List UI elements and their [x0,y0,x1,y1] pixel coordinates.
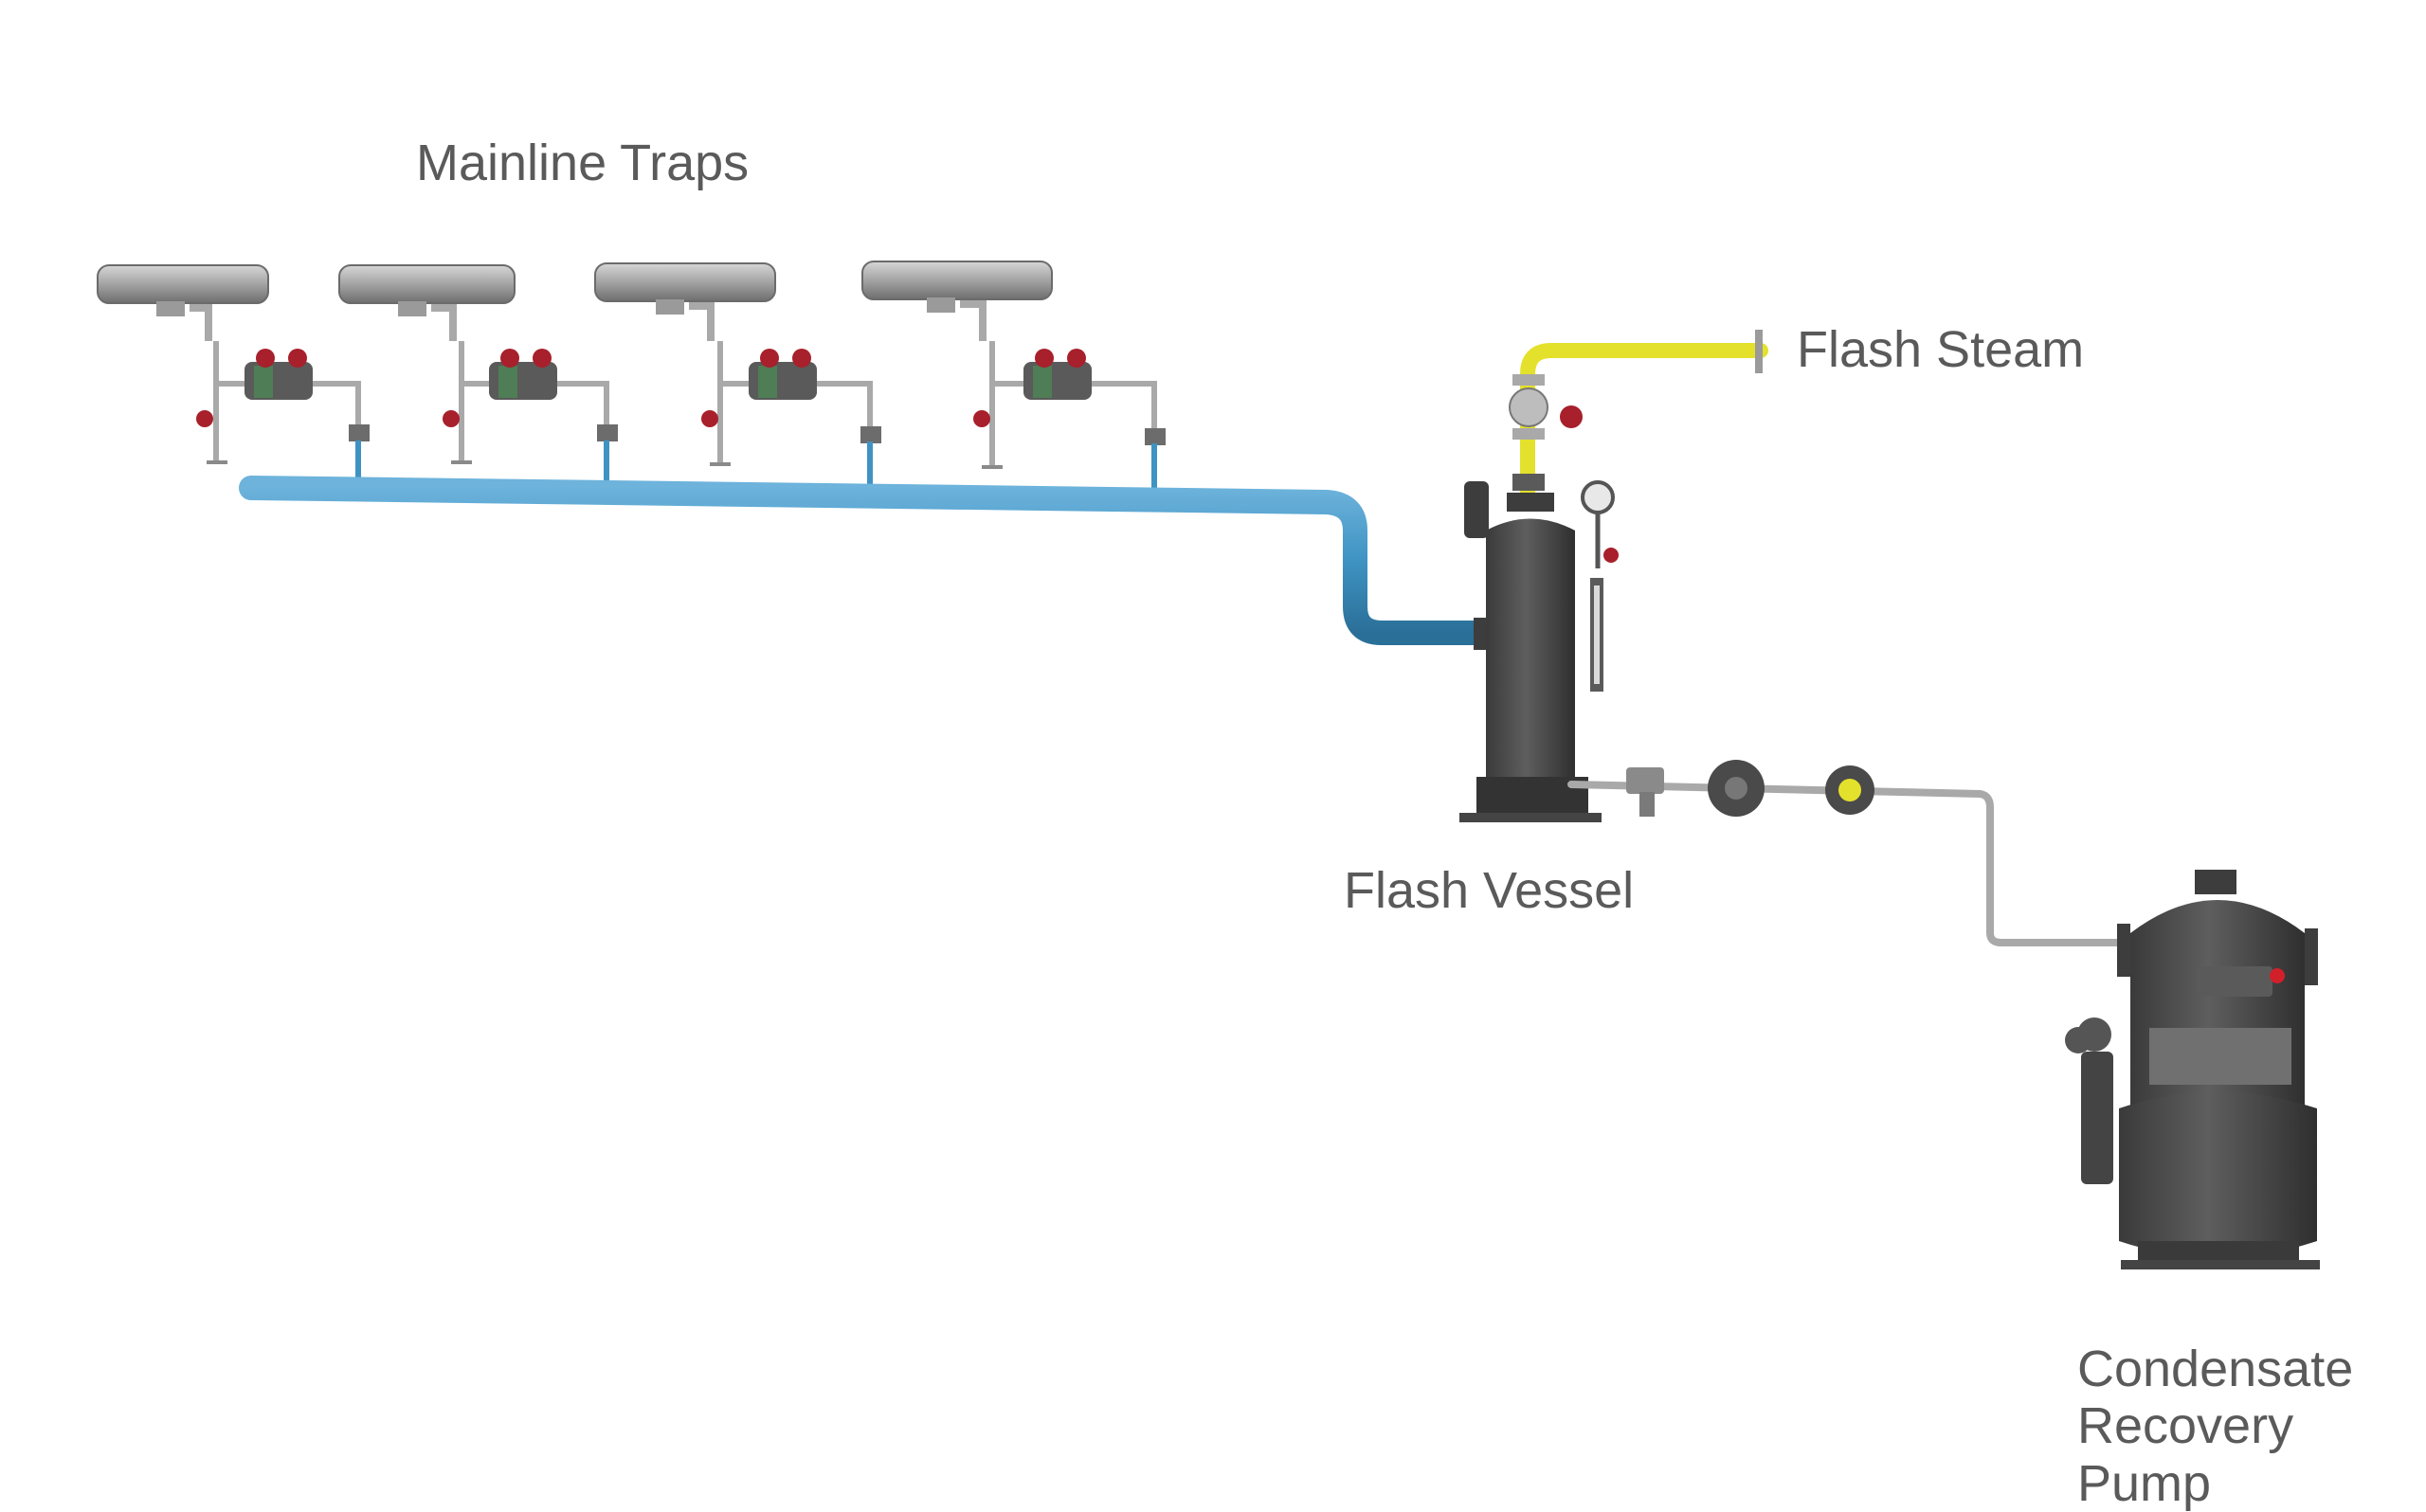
label-pump-line-3: Pump [2077,1454,2212,1512]
mainline-trap-1 [97,264,370,485]
label-flash-vessel: Flash Vessel [1344,862,1635,919]
condensate-pump-icon [2065,870,2320,1269]
label-pump-line-1: Condensate [2077,1341,2354,1397]
flash-steam-flange [1755,330,1763,373]
pump-trap-icon [1708,760,1765,817]
label-flash-steam: Flash Steam [1797,321,2085,378]
strainer-icon [1626,767,1664,817]
label-condensate-recovery-pump: Condensate Recovery Pump [2077,1341,2353,1512]
sight-glass-icon [1825,765,1874,815]
label-pump-line-2: Recovery [2077,1397,2294,1455]
mainline-trap-4 [861,261,1166,495]
label-mainline-traps: Mainline Traps [416,135,750,191]
mainline-trap-3 [594,262,881,491]
flash-steam-valve-icon [1509,374,1583,491]
pump-feed-pipe [1567,781,2125,946]
mainline-trap-2 [338,264,618,487]
flash-vessel-icon [1459,480,1619,822]
flash-steam-pipe [1520,343,1768,500]
condensate-header-pipe [239,476,1489,645]
